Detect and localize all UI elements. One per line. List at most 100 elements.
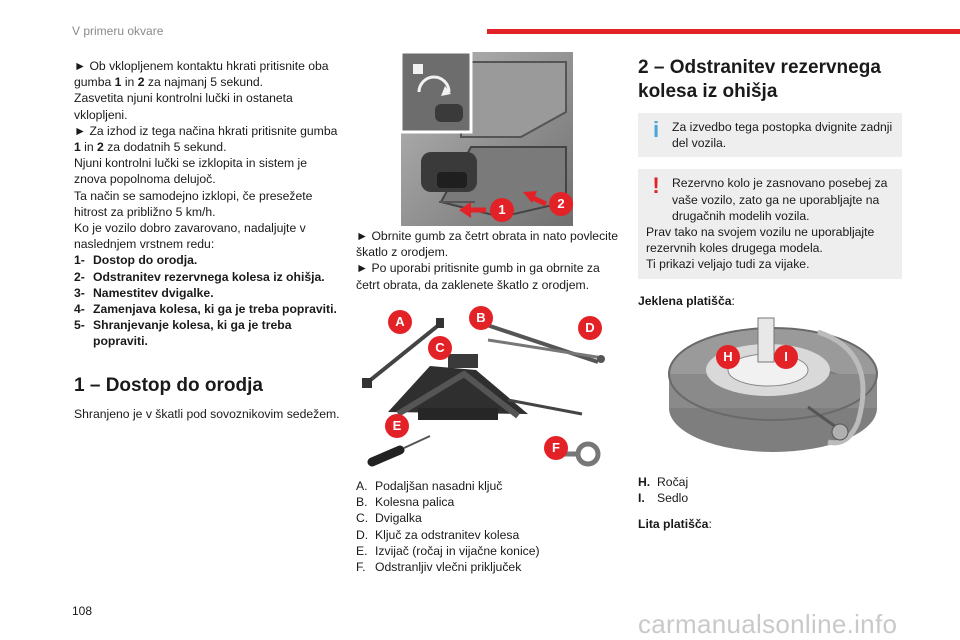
label-text: Lita platišča xyxy=(638,517,709,531)
legend-text: Ključ za odstranitev kolesa xyxy=(375,527,520,542)
step-text: Shranjevanje kolesa, ki ga je treba popr… xyxy=(93,318,292,349)
step-item: 4- Zamenjava kolesa, ki ga je treba popra… xyxy=(74,301,342,317)
label-text: Jeklena platišča xyxy=(638,293,732,308)
text-run: ► Za izhod iz tega načina hkrati pritisn… xyxy=(74,123,338,138)
warning-icon: ! xyxy=(652,173,660,199)
label-colon: : xyxy=(708,517,712,531)
callout-b: B xyxy=(469,306,493,330)
section-title: 1 – Dostop do orodja xyxy=(74,374,263,396)
toolbox-illustration xyxy=(399,50,573,226)
section-title: 2 – Odstranitev rezervnega kolesa iz ohi… xyxy=(638,57,881,102)
legend-text: Podaljšan nasadni ključ xyxy=(375,479,503,493)
legend-text: Izvijač (ročaj in vijačne konice) xyxy=(375,543,540,558)
middle-column: ► Obrnite gumb za četrt obrata in nato p… xyxy=(356,228,624,293)
button-ref: 1 xyxy=(74,140,81,155)
step-item: 2- Odstranitev rezervnega kolesa iz ohišj… xyxy=(74,269,342,285)
callout-2: 2 xyxy=(549,192,573,216)
tools-figure: A B C D E F xyxy=(358,304,608,472)
step-number: 3- xyxy=(74,285,85,300)
callout-e: E xyxy=(385,414,409,438)
text-run: in xyxy=(80,140,98,155)
step-item: 1- Dostop do orodja. xyxy=(74,252,342,268)
spare-wheel-figure: H I xyxy=(668,312,894,462)
right-column: 2 – Odstranitev rezervnega kolesa iz ohi… xyxy=(638,56,902,309)
tools-illustration xyxy=(362,318,605,467)
steps-list: 1- Dostop do orodja. 2- Odstranitev rezerv… xyxy=(74,252,342,349)
left-column: ► Ob vklopljenem kontaktu hkrati pritisn… xyxy=(74,58,342,422)
warning-text: Ti prikazi veljajo tudi za vijake. xyxy=(646,257,810,272)
step-number: 2- xyxy=(74,269,85,284)
legend-item: A. Podaljšan nasadni ključ xyxy=(356,478,624,494)
steel-rim-label: Jeklena platišča: xyxy=(638,293,902,309)
legend-key: I. xyxy=(638,491,645,506)
legend-item: I. Sedlo xyxy=(638,490,902,506)
text-run: in xyxy=(121,75,138,90)
button-ref: 2 xyxy=(137,75,145,90)
paragraph: Zasvetita njuni kontrolni lučki in ostan… xyxy=(74,91,293,122)
step-item: 3- Namestitev dvigalke. xyxy=(74,285,342,301)
tools-legend: A. Podaljšan nasadni ključ B. Kolesna pali… xyxy=(356,478,624,575)
legend-item: E. Izvijač (ročaj in vijačne konice) xyxy=(356,543,624,559)
warning-box: ! Rezervno kolo je zasnovano posebej za … xyxy=(638,169,902,279)
step-text: Odstranitev rezervnega kolesa iz ohišja. xyxy=(93,269,325,284)
legend-text: Dvigalka xyxy=(375,511,422,526)
instruction-paragraph: ► Za izhod iz tega načina hkrati pritisn… xyxy=(74,123,342,155)
legend-key: B. xyxy=(356,495,368,510)
spare-wheel-illustration xyxy=(668,317,878,452)
arrow-overlay xyxy=(459,191,548,218)
legend-key: F. xyxy=(356,560,366,575)
legend-item: H. Ročaj xyxy=(638,474,902,490)
running-header: V primeru okvare xyxy=(72,24,164,38)
paragraph: Ko je vozilo dobro zavarovano, nadaljujt… xyxy=(74,221,306,252)
legend-item: C. Dvigalka xyxy=(356,510,624,526)
paragraph: Ta način se samodejno izklopi, če presež… xyxy=(74,188,313,219)
callout-1: 1 xyxy=(490,198,514,222)
legend-key: D. xyxy=(356,527,369,542)
callout-h: H xyxy=(716,345,740,369)
step-text: Zamenjava kolesa, ki ga je treba popravi… xyxy=(93,302,337,317)
legend-text: Ročaj xyxy=(657,475,689,489)
instruction-paragraph: ► Po uporabi pritisnite gumb in ga obrni… xyxy=(356,261,600,292)
warning-text: Rezervno kolo je zasnovano posebej za va… xyxy=(672,176,888,223)
warning-text: Prav tako na svojem vozilu ne uporabljaj… xyxy=(646,225,875,256)
step-text: Dostop do orodja. xyxy=(93,253,198,268)
info-text: Za izvedbo tega postopka dvignite zadnji… xyxy=(672,120,893,151)
legend-text: Odstranljiv vlečni priključek xyxy=(375,560,522,575)
info-box: i Za izvedbo tega postopka dvignite zadn… xyxy=(638,113,902,158)
step-item: 5- Shranjevanje kolesa, ki ga je treba po… xyxy=(74,317,342,349)
page-number: 108 xyxy=(72,604,93,618)
watermark: carmanualsonline.info xyxy=(638,609,898,639)
callout-a: A xyxy=(388,310,412,334)
paragraph: Njuni kontrolni lučki se izklopita in si… xyxy=(74,156,308,187)
text-run: ► Ob vklopljenem kontaktu hkrati pritisn… xyxy=(74,59,329,90)
wheel-legend: H. Ročaj I. Sedlo xyxy=(638,474,902,506)
label-colon: : xyxy=(731,293,735,308)
step-number: 4- xyxy=(74,302,85,317)
step-number: 1- xyxy=(74,253,85,268)
legend-key: H. xyxy=(638,475,651,489)
instruction-paragraph: ► Ob vklopljenem kontaktu hkrati pritisn… xyxy=(74,58,342,90)
legend-item: B. Kolesna palica xyxy=(356,494,624,510)
callout-c: C xyxy=(428,336,452,360)
callout-f: F xyxy=(544,436,568,460)
callout-i: I xyxy=(774,345,798,369)
step-text: Namestitev dvigalke. xyxy=(93,285,214,300)
header-accent-bar xyxy=(487,29,960,34)
toolbox-figure: 1 2 xyxy=(399,50,573,226)
callout-d: D xyxy=(578,316,602,340)
button-ref: 2 xyxy=(97,140,104,155)
legend-key: A. xyxy=(356,479,368,493)
alloy-rim-label: Lita platišča: xyxy=(638,516,902,532)
step-number: 5- xyxy=(74,318,85,333)
legend-text: Kolesna palica xyxy=(375,495,455,510)
paragraph: Shranjeno je v škatli pod sovoznikovim s… xyxy=(74,406,340,421)
text-run: za najmanj 5 sekund. xyxy=(144,75,264,90)
legend-item: D. Ključ za odstranitev kolesa xyxy=(356,527,624,543)
legend-text: Sedlo xyxy=(657,491,689,506)
info-icon: i xyxy=(652,117,660,142)
legend-key: C. xyxy=(356,511,369,526)
button-ref: 1 xyxy=(114,75,122,90)
legend-item: F. Odstranljiv vlečni priključek xyxy=(356,559,624,575)
text-run: za dodatnih 5 sekund. xyxy=(103,140,227,155)
legend-key: E. xyxy=(356,543,368,558)
